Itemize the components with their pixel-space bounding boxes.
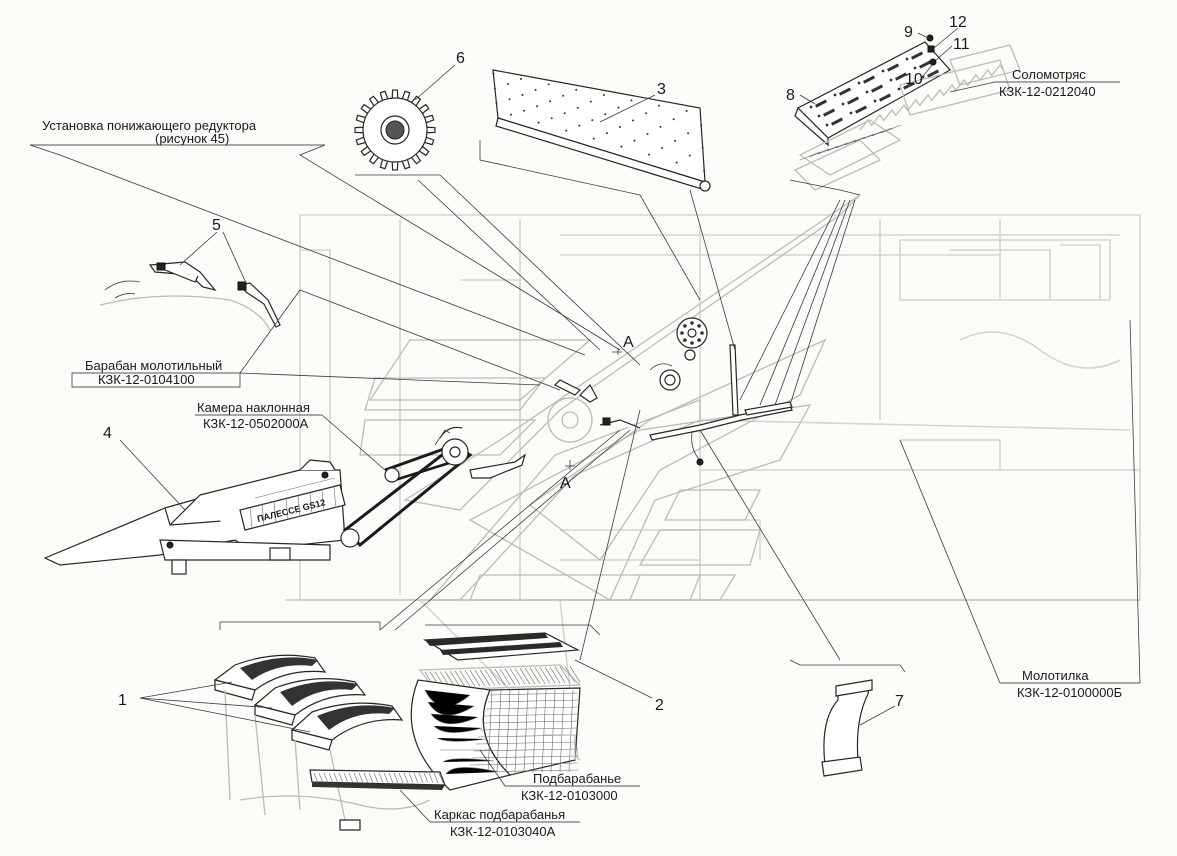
feeder-chain-assembly (340, 426, 527, 548)
chute-part-7 (789, 659, 906, 777)
section-mark-bottom: A (560, 475, 571, 492)
feeder-code: КЗК-12-0502000А (203, 416, 309, 431)
drum-code: КЗК-12-0104100 (98, 372, 195, 387)
straw-walker-parts-8-12 (789, 34, 1021, 196)
feeder-name: Камера наклонная (197, 400, 310, 415)
assembly-labels: Установка понижающего редуктора (рисунок… (42, 67, 1122, 839)
part-number-1: 1 (118, 692, 127, 709)
part-number-10: 10 (905, 71, 923, 88)
part-number-6: 6 (456, 50, 465, 67)
straw-walker-name: Соломотряс (1012, 67, 1086, 82)
concave-frame-assembly (239, 769, 446, 831)
reducer-label-line2: (рисунок 45) (155, 131, 229, 146)
header-part-4: ПАЛЕССЕ GS12 (43, 459, 346, 575)
concave-assembly (410, 679, 581, 791)
section-mark-top: A (623, 334, 634, 351)
pan-2 (253, 678, 367, 726)
thresher-code: КЗК-12-0100000Б (1017, 685, 1122, 700)
thresher-name: Молотилка (1022, 668, 1089, 683)
pan-3 (290, 702, 404, 751)
concave-plate-part-2 (418, 632, 582, 691)
part-number-3: 3 (657, 81, 666, 98)
straw-walker-code: КЗК-12-0212040 (999, 84, 1096, 99)
part-number-11: 11 (953, 36, 970, 53)
pan-1 (213, 654, 327, 701)
part-number-8: 8 (786, 87, 795, 104)
part-number-7: 7 (895, 693, 904, 710)
part-number-9: 9 (904, 24, 913, 41)
sprocket-part-6 (354, 89, 440, 176)
concave-code: КЗК-12-0103000 (521, 788, 618, 803)
drum-name: Барабан молотильный (85, 358, 222, 373)
leader-lines (29, 27, 1141, 823)
reducer-label-line1: Установка понижающего редуктора (42, 118, 257, 133)
concave-name: Подбарабанье (533, 771, 621, 786)
sieve-plate-part-3 (479, 69, 711, 301)
part-number-12: 12 (949, 14, 967, 31)
part-number-5: 5 (212, 217, 221, 234)
harvester-body-ghost (285, 194, 1141, 761)
drum-area-parts (547, 317, 793, 466)
part-number-labels: 6 3 8 9 12 11 10 5 4 1 2 7 A A (103, 14, 970, 714)
grain-pans-part-1 (213, 654, 404, 821)
concave-frame-code: КЗК-12-0103040А (450, 824, 556, 839)
part-number-4: 4 (103, 425, 112, 442)
concave-frame-name: Каркас подбарабанья (434, 807, 565, 822)
drum-brackets-part-5 (99, 261, 281, 331)
part-number-2: 2 (655, 697, 664, 714)
